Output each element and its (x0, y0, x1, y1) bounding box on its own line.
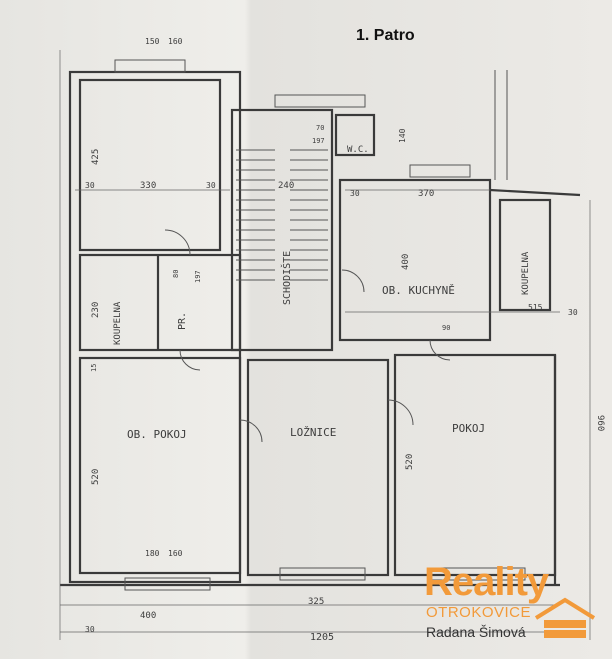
dim-label: 425 (91, 149, 101, 165)
door-arc (429, 339, 451, 361)
room-label-koupelna-left: KOUPELNA (113, 301, 123, 345)
logo-city: OTROKOVICE (426, 604, 532, 621)
room-bath-left (78, 253, 242, 352)
room-label-wc: W.C. (347, 145, 369, 155)
windows (114, 59, 526, 591)
dim-label: 370 (418, 189, 434, 199)
room-ob-pokoj (78, 356, 242, 575)
stair-block (230, 108, 334, 352)
dim-label: 150 (145, 37, 160, 46)
dim-label: 30 (350, 189, 360, 198)
window-kitchen (409, 164, 471, 178)
wall-left-block (68, 70, 242, 584)
dim-label: 140 (398, 128, 407, 143)
dim-label: 400 (401, 254, 411, 270)
room-label-pokoj: POKOJ (452, 422, 485, 435)
dim-label: 520 (405, 454, 415, 470)
dim-label: 197 (194, 270, 202, 283)
page-title: 1. Patro (356, 27, 415, 44)
room-top-left (78, 78, 222, 252)
dim-label: 240 (278, 181, 294, 191)
window-stairs (274, 94, 366, 108)
door-arc (179, 349, 201, 371)
dim-label: 180 (145, 549, 160, 558)
staircase (236, 149, 328, 281)
dim-label: 515 (528, 303, 543, 312)
dim-label: 400 (140, 611, 156, 621)
dim-label: 520 (91, 469, 101, 485)
dim-label: 160 (168, 37, 183, 46)
dim-label: 70 (316, 124, 324, 132)
wall-right-top (489, 188, 581, 197)
dim-label: 30 (85, 181, 95, 190)
logo-agent: Radana Šimová (426, 624, 526, 640)
dim-label: 15 (90, 364, 98, 372)
logo-house-icon (534, 597, 596, 638)
dim-label: 30 (568, 308, 578, 317)
logo-brand: Reality (424, 560, 549, 604)
door-arc (239, 419, 263, 443)
room-label-loznice: LOŽNICE (290, 426, 336, 439)
room-label-koupelna-right: KOUPELNA (521, 251, 531, 295)
room-label-pr: PR. (177, 312, 188, 330)
room-label-ob-pokoj: OB. POKOJ (127, 428, 187, 441)
dim-label: 1205 (310, 632, 334, 643)
door-arc (341, 269, 365, 293)
window-top (114, 59, 186, 73)
dim-label: 160 (168, 549, 183, 558)
dim-label: 80 (172, 270, 180, 278)
doors (164, 229, 451, 443)
room-bath-right (498, 198, 552, 312)
realtor-logo: Reality OTROKOVICE Radana Šimová (424, 560, 604, 650)
dim-label: 30 (85, 625, 95, 634)
dim-label: 30 (206, 181, 216, 190)
dim-label: 197 (312, 137, 325, 145)
dim-label: 330 (140, 181, 156, 191)
dim-label: 90 (442, 324, 450, 332)
room-label-schodiste: SCHODIŠTE (280, 251, 293, 305)
dimension-lines (59, 50, 591, 640)
dim-label: 325 (308, 597, 324, 607)
window-bottom-left (124, 577, 211, 591)
room-wc (334, 113, 376, 157)
dim-label: 230 (91, 302, 101, 318)
door-arc (164, 229, 191, 256)
dim-label: 960 (595, 415, 605, 431)
door-arc (387, 399, 414, 426)
window-bottom-right (429, 567, 526, 581)
walls (60, 70, 581, 587)
room-kuchyne (338, 178, 492, 342)
room-pokoj (393, 353, 557, 577)
room-label-kuchyne: OB. KUCHYNĚ (382, 284, 455, 297)
room-loznice (246, 358, 390, 577)
window-bottom-mid (279, 567, 366, 581)
